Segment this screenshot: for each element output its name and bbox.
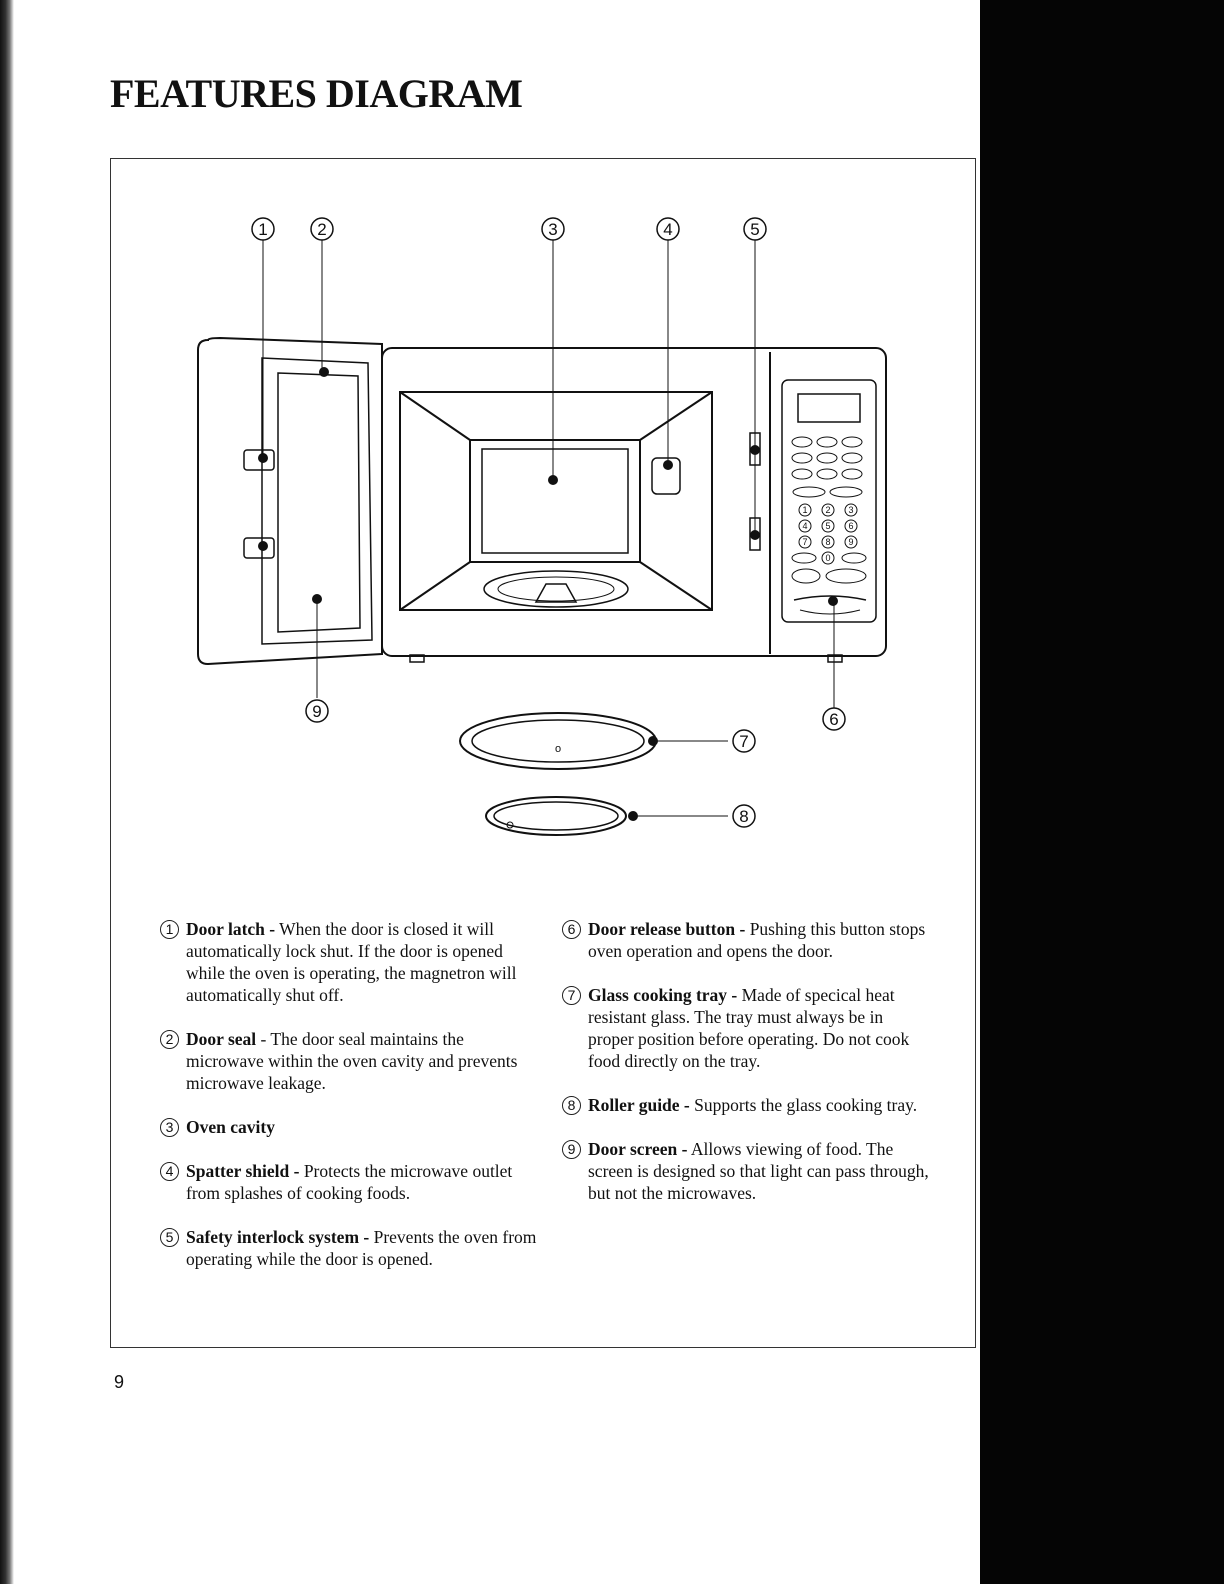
page-number: 9 — [114, 1372, 125, 1392]
item-number: 7 — [562, 986, 581, 1005]
svg-text:8: 8 — [739, 807, 748, 826]
control-panel: 1 2 3 4 5 6 7 8 9 0 — [781, 379, 877, 623]
description-door-screen: 9 Door screen - Allows viewing of food. … — [562, 1138, 932, 1204]
door-open — [197, 336, 383, 666]
item-number: 2 — [160, 1030, 179, 1049]
svg-text:5: 5 — [750, 220, 759, 239]
svg-text:4: 4 — [663, 220, 672, 239]
description-spatter-shield: 4 Spatter shield - Protects the microwav… — [160, 1160, 540, 1204]
svg-text:7: 7 — [802, 537, 807, 547]
svg-text:1: 1 — [258, 220, 267, 239]
item-number: 3 — [160, 1118, 179, 1137]
svg-text:4: 4 — [802, 521, 807, 531]
page-title: FEATURES DIAGRAM — [110, 71, 523, 116]
diagram-frame — [110, 158, 976, 1348]
glass-tray-drawing: o — [459, 712, 657, 770]
svg-text:2: 2 — [825, 505, 830, 515]
item-text: Protects the microwave outlet from splas… — [186, 1161, 513, 1203]
description-roller-guide: 8 Roller guide - Supports the glass cook… — [562, 1094, 932, 1116]
item-term: Roller guide - — [588, 1095, 690, 1115]
item-text: - The door seal maintains the microwave … — [186, 1029, 518, 1093]
description-door-seal: 2 Door seal - The door seal maintains th… — [160, 1028, 540, 1094]
item-text: When the door is closed it will automati… — [186, 919, 517, 1005]
svg-text:0: 0 — [825, 553, 830, 563]
item-text: Pushing this button stops oven operation… — [588, 919, 926, 961]
item-term: Door screen - — [588, 1139, 688, 1159]
callout-2: 2 — [310, 217, 334, 241]
leader-lines — [262, 240, 835, 817]
oven-body — [381, 347, 887, 663]
svg-text:5: 5 — [825, 521, 830, 531]
svg-text:3: 3 — [848, 505, 853, 515]
callout-6: 6 — [822, 707, 846, 731]
description-door-latch: 1 Door latch - When the door is closed i… — [160, 918, 540, 1006]
item-number: 9 — [562, 1140, 581, 1159]
microwave-drawing: 1 2 3 4 5 — [197, 217, 887, 836]
item-number: 6 — [562, 920, 581, 939]
item-term: Spatter shield - — [186, 1161, 300, 1181]
item-term: Glass cooking tray - — [588, 985, 738, 1005]
descriptions-left: 1 Door latch - When the door is closed i… — [160, 918, 540, 1292]
svg-text:9: 9 — [312, 702, 321, 721]
item-number: 1 — [160, 920, 179, 939]
svg-text:2: 2 — [317, 220, 326, 239]
interlock-lower — [749, 517, 761, 551]
svg-text:9: 9 — [848, 537, 853, 547]
scan-shadow-right — [980, 0, 1224, 1584]
description-safety-interlock: 5 Safety interlock system - Prevents the… — [160, 1226, 540, 1270]
item-text: Prevents the oven from operating while t… — [186, 1227, 537, 1269]
item-term: Safety interlock system - — [186, 1227, 370, 1247]
door-latch-upper — [243, 449, 275, 471]
item-number: 8 — [562, 1096, 581, 1115]
roller-guide-drawing — [485, 796, 627, 836]
item-text: Allows viewing of food. The screen is de… — [588, 1139, 929, 1203]
svg-text:8: 8 — [825, 537, 830, 547]
callout-5: 5 — [743, 217, 767, 241]
interlock-upper — [749, 432, 761, 466]
callout-9: 9 — [305, 699, 329, 723]
scan-shadow-left — [0, 0, 14, 1584]
item-number: 5 — [160, 1228, 179, 1247]
item-text: Made of specical heat resistant glass. T… — [588, 985, 910, 1071]
svg-text:6: 6 — [848, 521, 853, 531]
descriptions-right: 6 Door release button - Pushing this but… — [562, 918, 932, 1226]
microwave-diagram: 1 2 3 4 5 — [110, 158, 976, 878]
svg-text:6: 6 — [829, 710, 838, 729]
item-term: Oven cavity — [186, 1117, 275, 1137]
item-number: 4 — [160, 1162, 179, 1181]
door-latch-lower — [243, 537, 275, 559]
svg-text:3: 3 — [548, 220, 557, 239]
svg-text:7: 7 — [739, 732, 748, 751]
description-door-release: 6 Door release button - Pushing this but… — [562, 918, 932, 962]
callout-4: 4 — [656, 217, 680, 241]
callout-3: 3 — [541, 217, 565, 241]
callout-1: 1 — [251, 217, 275, 241]
callout-8: 8 — [732, 804, 756, 828]
description-oven-cavity: 3 Oven cavity — [160, 1116, 540, 1138]
pointer-dots — [258, 367, 838, 821]
item-text: Supports the glass cooking tray. — [689, 1095, 918, 1115]
item-term: Door seal — [186, 1029, 257, 1049]
item-term: Door release button - — [588, 919, 746, 939]
svg-text:o: o — [555, 743, 561, 755]
item-term: Door latch - — [186, 919, 276, 939]
spatter-shield-drawing — [651, 457, 681, 495]
description-glass-tray: 7 Glass cooking tray - Made of specical … — [562, 984, 932, 1072]
callout-7: 7 — [732, 729, 756, 753]
display-window — [797, 393, 861, 423]
svg-text:1: 1 — [802, 505, 807, 515]
